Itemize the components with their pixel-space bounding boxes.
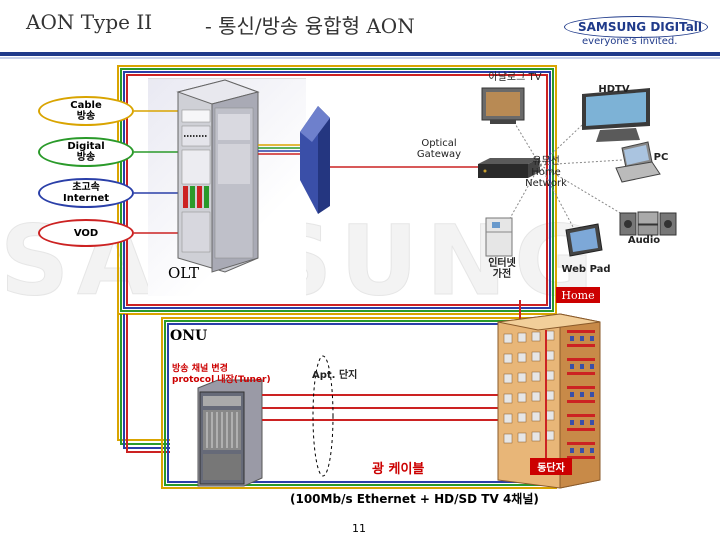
apt-bundle-ellipse [312, 355, 334, 477]
analog-tv-label: 아날로그 TV [488, 72, 542, 83]
service-digital: Digital 방송 [38, 137, 134, 167]
olt-label: OLT [168, 264, 200, 282]
internet-appliance-icon [485, 217, 513, 257]
optical-gateway-icon [478, 158, 540, 178]
header-divider-secondary [0, 57, 720, 59]
internet-appliance-label: 인터넷 가전 [488, 258, 516, 280]
audio-label: Audio [627, 235, 661, 246]
pc-laptop-icon [615, 141, 661, 183]
hdtv-label: HDTV [598, 84, 630, 95]
service-internet-label: 초고속 Internet [62, 182, 109, 204]
olt-to-onu-fibers [117, 314, 170, 453]
apt-label: Apt. 단지 [312, 370, 358, 381]
service-vod-label: VOD [73, 227, 99, 239]
apartment-building-icon [497, 313, 601, 489]
cable-label-line2: (100Mb/s Ethernet + HD/SD TV 4채널) [290, 492, 539, 506]
optical-splitter-icon [300, 106, 330, 214]
web-pad-label: Web Pad [561, 264, 611, 275]
cable-label-line1: 광 케이블 [372, 462, 425, 477]
slide-subtitle: - 통신/방송 융합형 AON [205, 14, 415, 38]
service-vod: VOD [38, 219, 134, 247]
onu-rack-icon [197, 379, 263, 487]
hdtv-icon [582, 88, 650, 142]
pc-label: PC [653, 152, 669, 163]
samsung-logo: SAMSUNG DIGITall everyone's invited. [564, 16, 708, 50]
onu-label: ONU [170, 328, 208, 344]
page-number: 11 [352, 522, 366, 535]
logo-bottom-text: everyone's invited. [582, 36, 678, 47]
service-digital-label: Digital 방송 [67, 141, 105, 163]
audio-system-icon [619, 211, 677, 236]
service-cable-label: Cable 방송 [70, 100, 102, 122]
service-internet: 초고속 Internet [38, 178, 134, 208]
slide-title: AON Type II [26, 10, 153, 34]
logo-top-text: SAMSUNG DIGITall [578, 20, 703, 34]
web-pad-icon [565, 223, 603, 257]
dongdanja-tag: 동단자 [530, 458, 572, 475]
optical-gateway-label: Optical Gateway [416, 138, 462, 160]
header-divider [0, 52, 720, 56]
onu-description: 방송 채널 변경 protocol 내장(Tuner) [172, 364, 271, 385]
home-network-label: 유무선 Home Network [525, 156, 567, 189]
olt-server-icon [176, 79, 260, 273]
analog-tv-icon [481, 87, 525, 124]
home-tag: Home [556, 287, 600, 303]
service-cable: Cable 방송 [38, 96, 134, 126]
